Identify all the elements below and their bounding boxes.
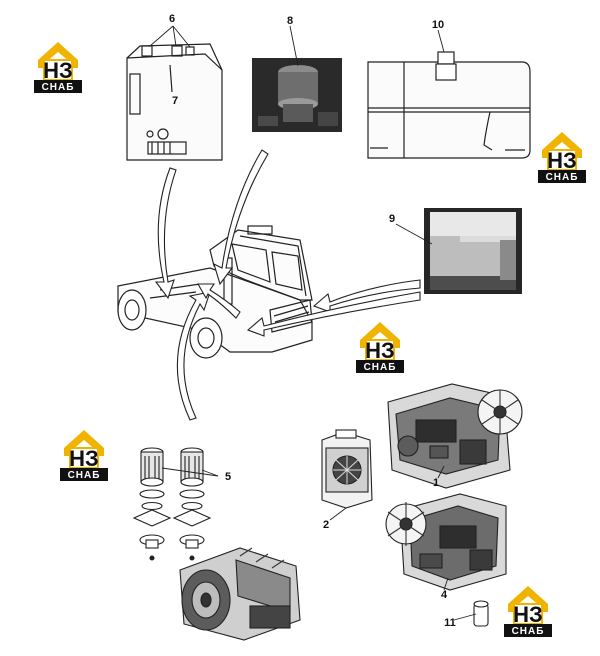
- truck-drawing: [117, 225, 313, 359]
- callout-5: 11: [444, 617, 456, 629]
- svg-text:СНАБ: СНАБ: [546, 172, 579, 183]
- svg-text:НЗ: НЗ: [69, 446, 99, 471]
- callout-6: 5: [225, 471, 231, 483]
- svg-text:НЗ: НЗ: [547, 148, 577, 173]
- oil-filters-stack: [132, 447, 212, 561]
- logo-watermark-4: НЗ СНАБ: [59, 429, 109, 482]
- svg-text:СНАБ: СНАБ: [68, 470, 101, 481]
- logo-watermark-2: НЗ СНАБ: [537, 131, 587, 184]
- svg-text:СНАБ: СНАБ: [42, 82, 75, 93]
- callout-9: 8: [287, 15, 293, 27]
- air-dryer-photo: [252, 58, 342, 132]
- fuel-tank-drawing: [367, 51, 531, 159]
- svg-text:СНАБ: СНАБ: [364, 362, 397, 373]
- callout-labels: 6 7 8 10 9 5 2 1 4 11: [169, 13, 456, 629]
- cab-detail-photo: [424, 208, 522, 294]
- engine-4-drawing: [385, 493, 507, 591]
- callout-11: 10: [432, 19, 444, 31]
- svg-text:НЗ: НЗ: [43, 58, 73, 83]
- engine-1-drawing: [387, 383, 523, 489]
- callout-2: 2: [323, 519, 329, 531]
- svg-text:НЗ: НЗ: [365, 338, 395, 363]
- callout-4: 4: [441, 589, 448, 601]
- svg-text:СНАБ: СНАБ: [512, 626, 545, 637]
- callout-8: 7: [172, 95, 178, 107]
- leader-lines: [149, 25, 477, 621]
- callout-1: 1: [433, 477, 439, 489]
- hydraulic-tank-drawing: [126, 43, 223, 161]
- logo-watermark-3: НЗ СНАБ: [355, 321, 405, 374]
- pointer-arrows: [154, 149, 421, 421]
- callout-7: 6: [169, 13, 175, 25]
- callout-10: 9: [389, 213, 395, 225]
- svg-text:НЗ: НЗ: [513, 602, 543, 627]
- transmission-drawing: [179, 547, 301, 641]
- small-part-5-drawing: [473, 600, 489, 627]
- air-filter-drawing: [321, 429, 373, 509]
- logo-watermark-1: НЗ СНАБ: [33, 41, 83, 94]
- logo-watermark-5: НЗ СНАБ: [503, 585, 553, 638]
